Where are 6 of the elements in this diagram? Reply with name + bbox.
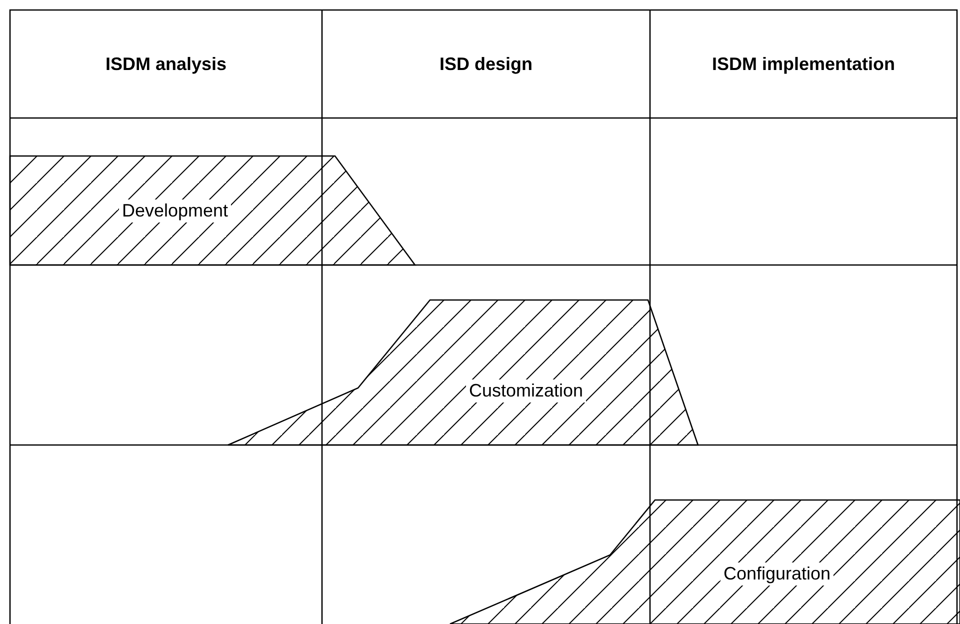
phase-label: Development <box>118 200 232 222</box>
phase-label: Customization <box>466 380 586 402</box>
column-header: ISDM implementation <box>712 54 895 74</box>
phase-label: Configuration <box>720 562 834 586</box>
column-header: ISD design <box>439 54 532 74</box>
column-header: ISDM analysis <box>105 54 227 74</box>
